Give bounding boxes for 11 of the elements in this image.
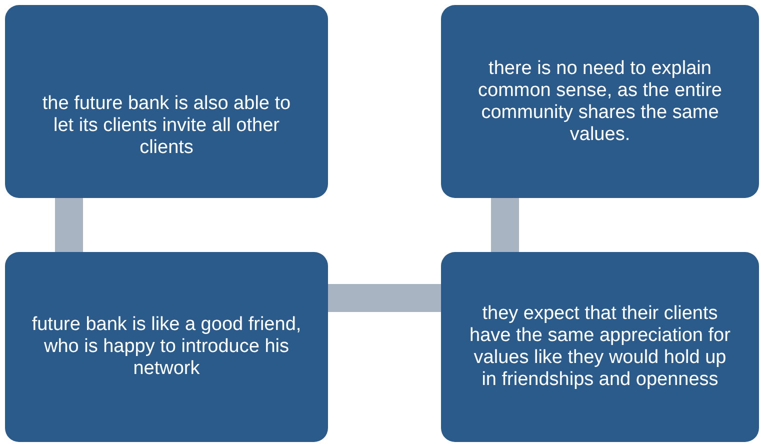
- text-box: [5, 252, 328, 442]
- text-box: [441, 5, 759, 198]
- connector-bar: [55, 198, 83, 252]
- box-text: they expect that their clients have the same appreciation for values like they would hold up in friendships and openness: [468, 303, 732, 391]
- text-box: [441, 252, 759, 442]
- text-box: [5, 5, 328, 198]
- box-text: the future bank is also able to let its clients invite all other clients: [41, 92, 292, 158]
- connector-bar: [491, 198, 519, 252]
- connector-bar: [328, 284, 441, 312]
- box-text: future bank is like a good friend, who is happy to introduce his network: [31, 314, 302, 380]
- box-text: there is no need to explain common sense, as the entire community shares the same values.: [477, 58, 723, 146]
